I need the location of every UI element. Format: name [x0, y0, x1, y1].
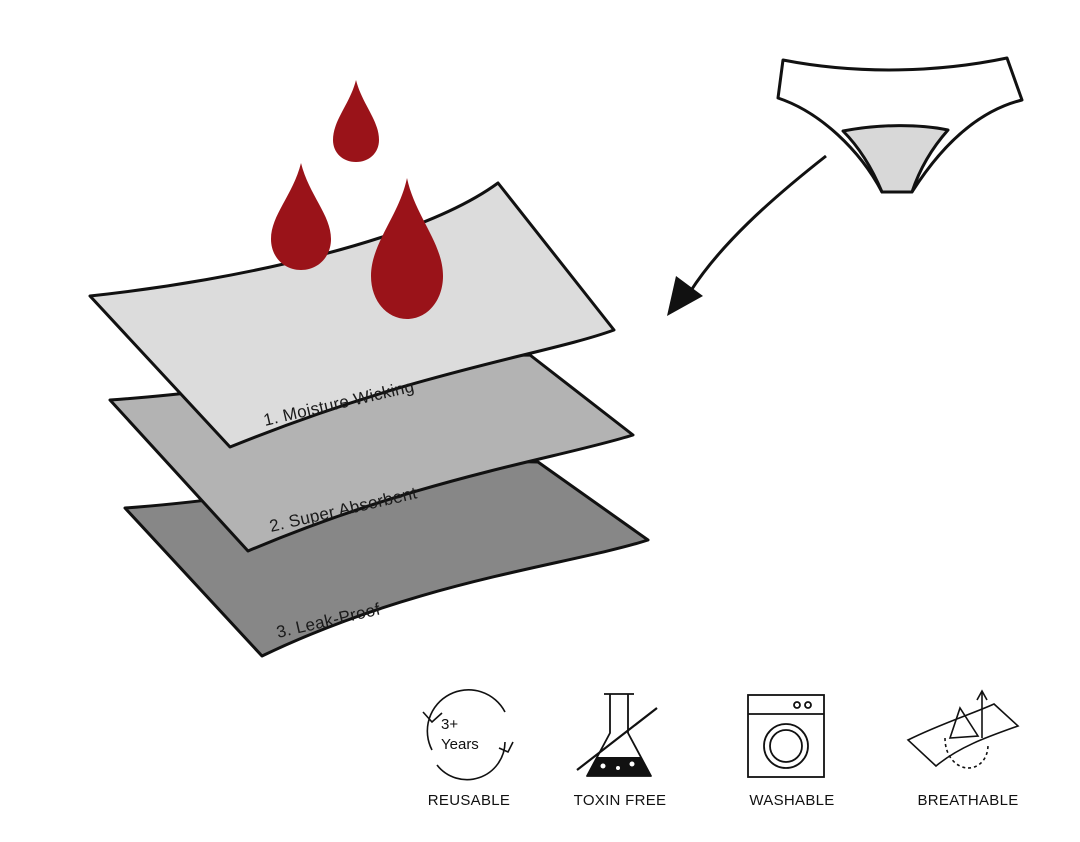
feature-reusable: 3+ Years REUSABLE — [422, 689, 514, 809]
layer-moisture-wicking: 1. Moisture Wicking — [88, 181, 616, 449]
drop-icon — [333, 80, 379, 162]
liquid-drops — [271, 80, 443, 319]
drop-icon — [271, 163, 331, 270]
arrow-head-icon — [667, 276, 703, 316]
feature-washable: WASHABLE — [747, 694, 834, 809]
arrow-shaft — [688, 154, 827, 293]
underwear-gusset — [841, 124, 950, 194]
air-flow-fabric-icon — [906, 689, 1020, 769]
reusable-icon-text: Years — [441, 736, 479, 753]
reusable-icon-text: 3+ — [441, 716, 458, 733]
pointer-arrow — [667, 154, 827, 316]
feature-label: REUSABLE — [428, 792, 510, 809]
feature-label: WASHABLE — [749, 792, 834, 809]
feature-toxin-free: TOXIN FREE — [574, 693, 667, 809]
feature-breathable: BREATHABLE — [906, 689, 1020, 809]
recycle-arrows-icon — [422, 689, 514, 781]
feature-label: BREATHABLE — [917, 792, 1018, 809]
crossed-flask-icon — [576, 693, 658, 777]
washing-machine-icon — [747, 694, 825, 778]
underwear-icon — [776, 56, 1024, 194]
feature-label: TOXIN FREE — [574, 792, 667, 809]
feature-row: 3+ Years REUSABLE TOXIN FREE — [422, 689, 1020, 809]
layer-sheet — [88, 181, 616, 449]
drop-icon — [371, 178, 443, 319]
